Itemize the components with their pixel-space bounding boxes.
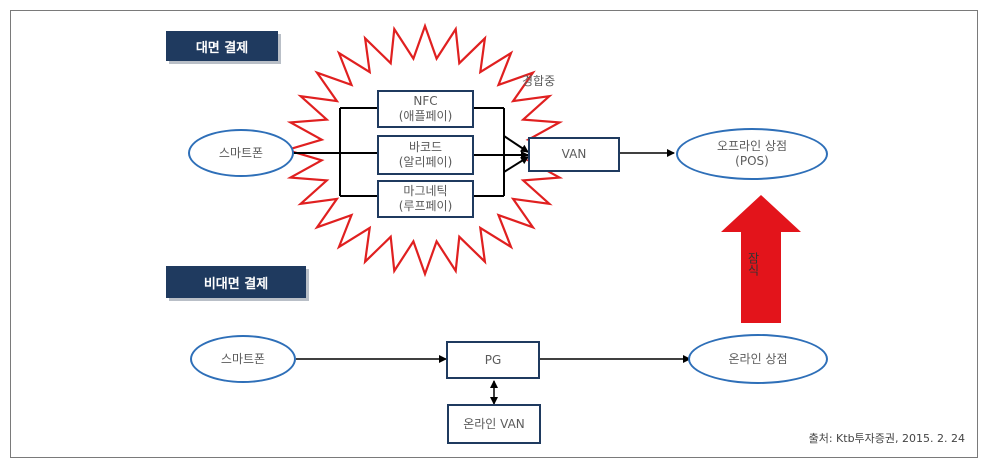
online-connectors xyxy=(296,355,691,405)
online-smartphone-node: 스마트폰 xyxy=(190,335,296,383)
method-magnetic-example: (루프페이) xyxy=(398,199,453,213)
competition-starburst xyxy=(283,22,567,278)
pg-label: PG xyxy=(484,352,502,367)
online-van-label: 온라인 VAN xyxy=(463,416,525,431)
method-magnetic: 마그네틱 (루프페이) xyxy=(377,180,474,218)
offline-smartphone-node: 스마트폰 xyxy=(188,129,294,177)
method-nfc-example: (애플페이) xyxy=(398,109,453,123)
arrow-to-van-top xyxy=(503,135,529,153)
offline-store-node: 오프라인 상점 (POS) xyxy=(676,128,828,180)
source-caption: 출처: Ktb투자증권, 2015. 2. 24 xyxy=(808,432,965,445)
erosion-arrow xyxy=(721,195,801,323)
method-barcode-example: (알리페이) xyxy=(398,155,453,169)
method-barcode-name: 바코드 xyxy=(408,140,443,154)
erosion-label-text: 잠식 xyxy=(746,252,760,276)
online-store-node: 온라인 상점 xyxy=(688,334,828,384)
van-label: VAN xyxy=(561,147,587,161)
pg-node: PG xyxy=(446,341,540,379)
offline-connectors xyxy=(292,107,675,197)
online-store-label: 온라인 상점 xyxy=(728,351,788,366)
figure-frame xyxy=(10,10,978,458)
online-smartphone-label: 스마트폰 xyxy=(220,351,266,366)
offline-store-name: 오프라인 상점 xyxy=(716,139,788,153)
van-node: VAN xyxy=(528,137,620,172)
arrow-to-van-bottom xyxy=(503,156,529,173)
online-van-node: 온라인 VAN xyxy=(447,404,541,444)
erosion-label: 잠식 xyxy=(745,252,762,276)
method-magnetic-name: 마그네틱 xyxy=(403,184,448,198)
section-badge-online: 비대면 결제 xyxy=(166,266,306,298)
section-badge-offline: 대면 결제 xyxy=(166,31,278,61)
competition-label: 경합중 xyxy=(522,74,556,88)
method-barcode: 바코드 (알리페이) xyxy=(377,135,474,175)
offline-store-type: (POS) xyxy=(735,154,769,168)
offline-smartphone-label: 스마트폰 xyxy=(218,145,264,160)
method-nfc: NFC (애플페이) xyxy=(377,90,474,128)
method-nfc-name: NFC xyxy=(413,94,438,108)
